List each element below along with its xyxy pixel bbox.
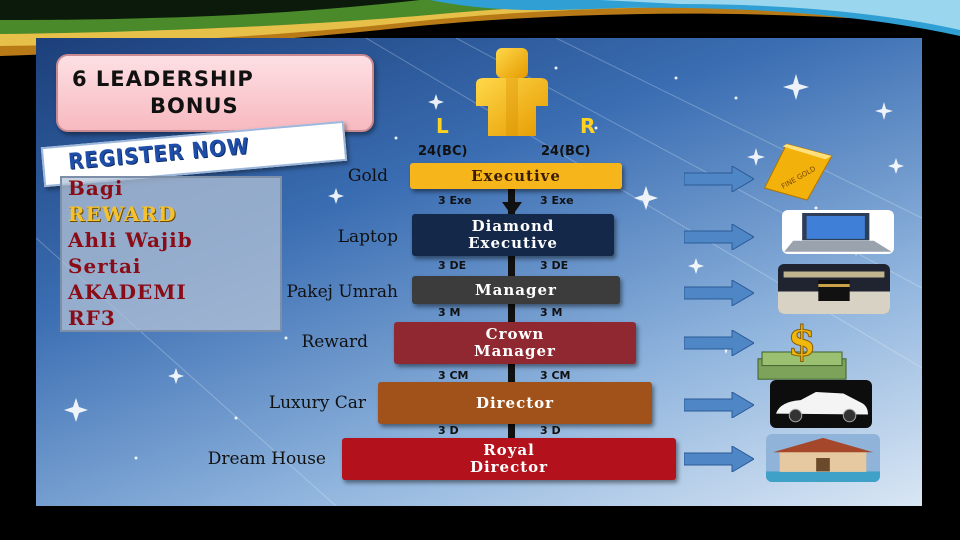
requirement-left: 3 DE xyxy=(438,259,467,272)
right-leg-label: R xyxy=(580,114,596,138)
arrow-right-icon xyxy=(684,224,754,250)
arrow-right-icon xyxy=(684,330,754,356)
reward-label: Reward xyxy=(301,332,368,352)
level-box-3: Crown Manager xyxy=(394,322,636,364)
reward-line: Ahli Wajib xyxy=(68,228,193,252)
level-name: Director xyxy=(475,393,555,412)
reward-label: Gold xyxy=(347,166,388,186)
kaaba-icon xyxy=(778,264,890,314)
arrow-right-icon xyxy=(684,446,754,472)
level-box-5: Royal Director xyxy=(342,438,676,480)
requirement-left: 3 Exe xyxy=(438,194,472,207)
arrow-right-icon xyxy=(684,280,754,306)
person-icon xyxy=(476,48,548,136)
requirement-right: 3 Exe xyxy=(540,194,574,207)
level-name: Executive xyxy=(471,166,561,185)
reward-label: Laptop xyxy=(337,227,398,247)
arrow-right-icon xyxy=(684,392,754,418)
level-name: Crown Manager xyxy=(474,325,556,360)
level-box-0: Executive xyxy=(410,163,622,189)
requirement-left: 3 M xyxy=(438,306,461,319)
reward-line: RF3 xyxy=(68,306,116,330)
requirement-right: 3 CM xyxy=(540,369,571,382)
arrow-right-icon xyxy=(684,166,754,192)
svg-text:$: $ xyxy=(788,318,816,365)
reward-line: Sertai xyxy=(68,254,142,278)
left-leg-label: L xyxy=(436,114,449,138)
reward-label: Dream House xyxy=(207,449,326,469)
level-name: Manager xyxy=(475,280,557,299)
requirement-left: 3 CM xyxy=(438,369,469,382)
house-icon xyxy=(766,434,880,482)
title-line-2: BONUS xyxy=(150,94,239,118)
requirement-right: 3 D xyxy=(540,424,561,437)
requirement-right: 3 M xyxy=(540,306,563,319)
reward-label: Luxury Car xyxy=(268,393,366,413)
requirement-left: 3 D xyxy=(438,424,459,437)
reward-line: Bagi xyxy=(68,176,124,200)
reward-label: Pakej Umrah xyxy=(286,282,398,302)
level-box-2: Manager xyxy=(412,276,620,304)
level-box-4: Director xyxy=(378,382,652,424)
money-icon: $ xyxy=(754,318,850,386)
arrow-down-icon xyxy=(502,190,522,216)
title-box: 6 LEADERSHIP BONUS xyxy=(56,54,374,132)
level-name: Royal Director xyxy=(469,441,549,476)
reward-line: AKADEMI xyxy=(68,280,187,304)
requirement-right: 3 DE xyxy=(540,259,569,272)
title-line-1: 6 LEADERSHIP xyxy=(72,67,254,91)
right-bc-label: 24(BC) xyxy=(541,144,591,159)
car-icon xyxy=(770,380,872,428)
laptop-icon xyxy=(782,210,894,254)
left-bc-label: 24(BC) xyxy=(418,144,468,159)
level-name: Diamond Executive xyxy=(468,217,558,252)
level-box-1: Diamond Executive xyxy=(412,214,614,256)
gold-bar-icon: FINE GOLD xyxy=(758,140,840,204)
reward-line: REWARD xyxy=(68,202,177,226)
